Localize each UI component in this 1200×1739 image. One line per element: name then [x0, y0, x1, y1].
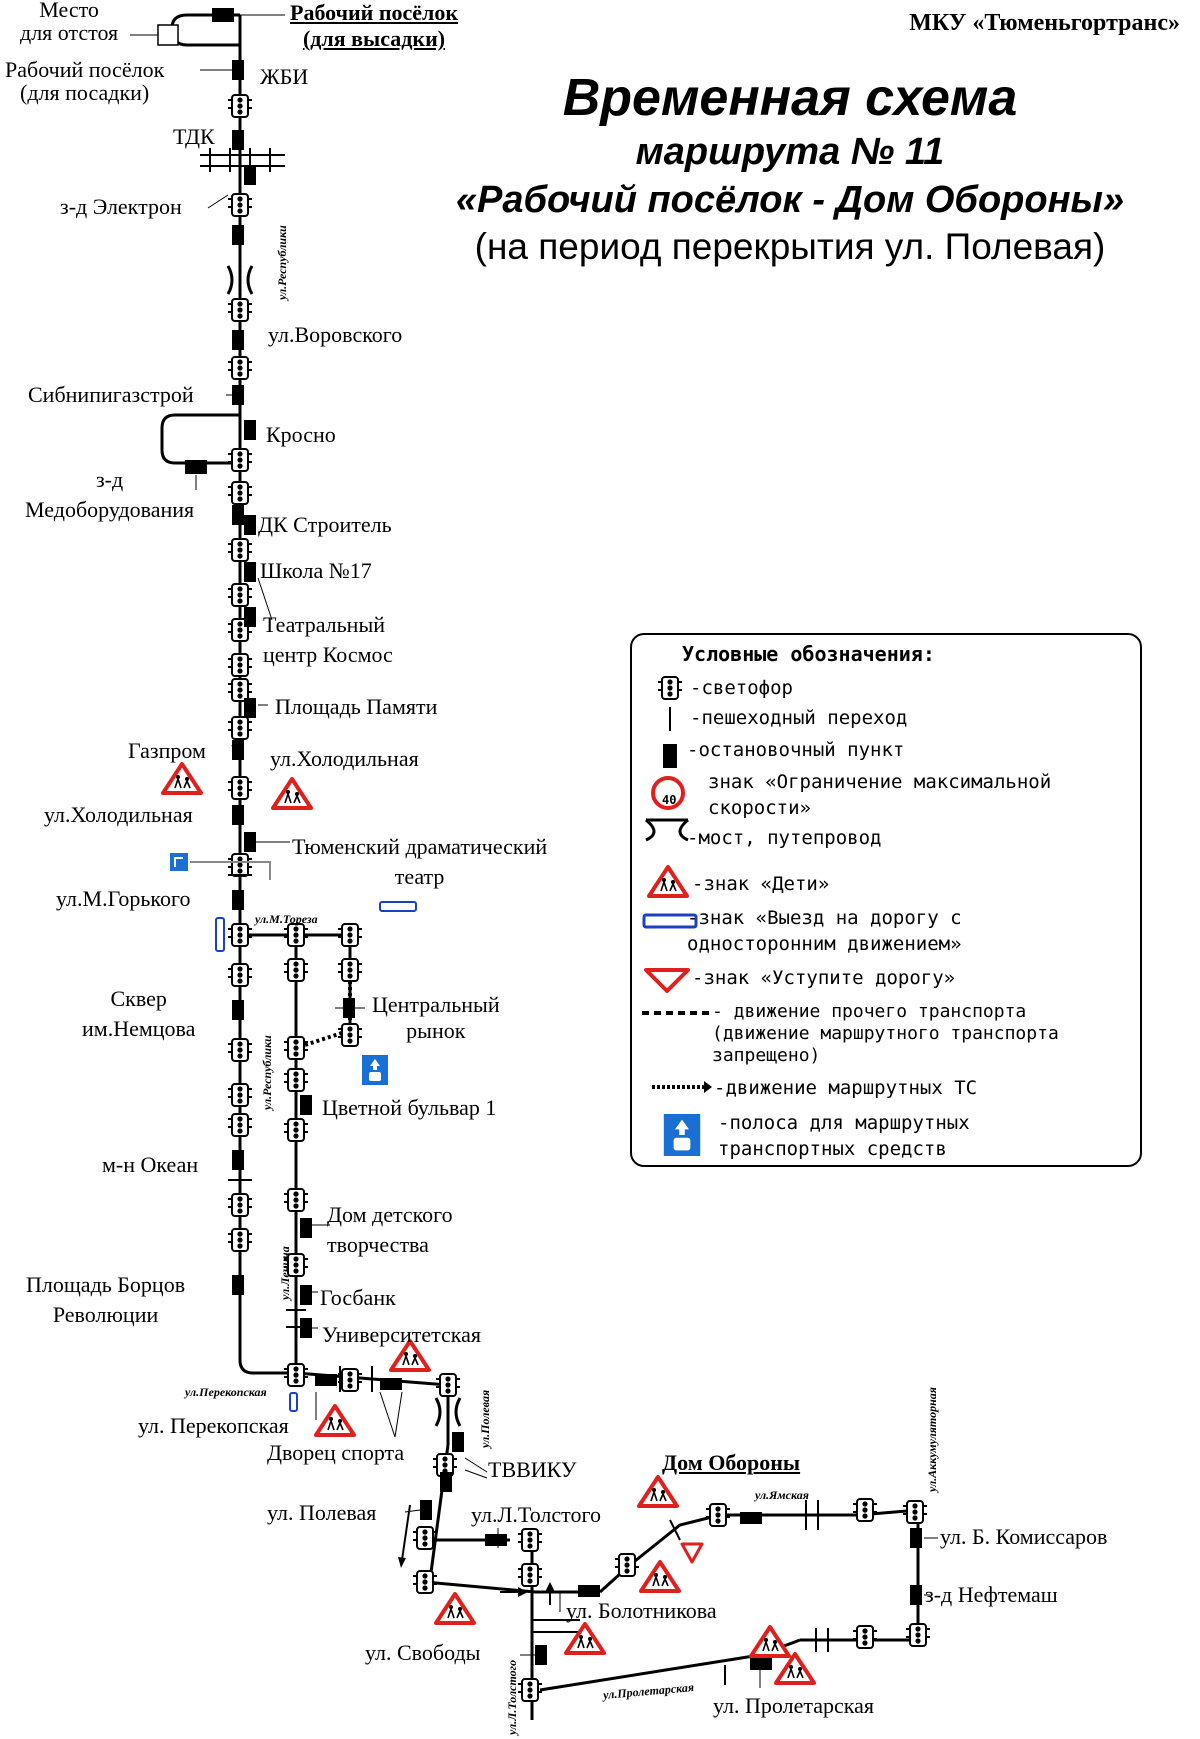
stop-gosbank: Госбанк	[320, 1285, 396, 1310]
stop-zhbi: ЖБИ	[260, 64, 309, 89]
legend-item-crossing: -пешеходный переход	[690, 707, 908, 729]
one-way-exit-icon	[379, 901, 417, 912]
legend-item-speed-limit: знак «Ограничение максимальной скорости»	[708, 771, 1052, 819]
one-way-exit-icon	[289, 1392, 298, 1412]
stop-rab-posadka: Рабочий посёлок (для посадки)	[5, 57, 165, 105]
stop-proletarskaya: ул. Пролетарская	[713, 1693, 875, 1718]
stop-sibnipi: Сибнипигазстрой	[28, 382, 194, 407]
title-line-3: «Рабочий посёлок - Дом Обороны»	[455, 179, 1125, 221]
stop-okean: м-н Океан	[102, 1152, 199, 1177]
route-main-line	[238, 15, 296, 1375]
stop-borcov: Площадь Борцов Революции	[26, 1272, 186, 1327]
stop-gorkogo: ул.М.Горького	[56, 886, 191, 911]
street-yamskaya: ул.Ямская	[755, 1488, 809, 1502]
bus-lane-icon	[362, 1055, 388, 1085]
terminal-start-label: Рабочий посёлок (для высадки)	[290, 0, 459, 51]
legend-item-one-way: -знак «Выезд на дорогу с односторонним д…	[687, 907, 962, 955]
stop-perekopskaya: ул. Перекопская	[138, 1413, 289, 1438]
legend-item-bridge: -мост, путепровод	[687, 827, 882, 849]
stop-tsvetnoy: Цветной бульвар 1	[322, 1095, 497, 1120]
stop-tvviku: ТВВИКУ	[488, 1457, 577, 1482]
title-line-1: Временная схема	[562, 69, 1018, 127]
stop-ddt: Дом детского творчества	[327, 1202, 453, 1257]
street-akkumulyatornaya: ул.Аккумуляторная	[925, 1387, 939, 1492]
street-perekopskaya: ул.Перекопская	[185, 1385, 267, 1399]
title-block: Временная схема маршрута № 11 «Рабочий п…	[430, 68, 1150, 270]
yield-sign-icon	[680, 1542, 704, 1564]
legend-title: Условные обозначения:	[682, 642, 935, 666]
legend-item-traffic-light: -светофор	[690, 677, 793, 699]
stop-medoborud: з-д Медоборудования	[25, 467, 195, 522]
stop-dvorets: Дворец спорта	[267, 1440, 405, 1465]
stop-skver: Сквер им.Немцова	[82, 986, 196, 1041]
route-arrows-market	[304, 1030, 346, 1047]
stop-vorovskogo: ул.Воровского	[268, 322, 403, 347]
legend-item-yield: -знак «Уступите дорогу»	[692, 967, 956, 989]
street-toreza: ул.М.Тореза	[255, 912, 318, 926]
street-respubliki-mid: ул.Республики	[260, 1035, 274, 1110]
legend-item-dashed: - движение прочего транспорта (движение …	[712, 1001, 1059, 1066]
street-lenina: ул.Ленина	[278, 1246, 292, 1300]
title-line-4: (на период перекрытия ул. Полевая)	[474, 226, 1106, 267]
stop-mesto-otstoya: Место для отстоя	[20, 0, 119, 45]
title-line-2: маршрута № 11	[635, 131, 945, 173]
route-loop-krosno	[160, 413, 240, 465]
stop-elektron: з-д Электрон	[60, 194, 182, 219]
legend-speed-value: 40	[662, 793, 677, 807]
stop-kosmos: Театральный центр Космос	[263, 612, 393, 667]
stop-tdk: ТДК	[173, 124, 215, 149]
street-tolstogo: ул.Л.Толстого	[505, 1659, 519, 1735]
legend-item-bus-lane: -полоса для маршрутных транспортных сред…	[718, 1112, 970, 1160]
stop-ploshchad-pamyati: Площадь Памяти	[275, 694, 438, 719]
stop-bolotnikova: ул. Болотникова	[566, 1598, 717, 1623]
stop-points	[185, 8, 922, 1670]
stop-tolstogo: ул.Л.Толстого	[471, 1502, 601, 1527]
legend-item-children: -знак «Дети»	[692, 873, 830, 895]
legend-icons	[642, 676, 712, 1156]
stop-holodilnaya-left: ул.Холодильная	[44, 802, 193, 827]
one-way-exit-icon	[215, 917, 225, 952]
legend-box: Условные обозначения: 40 -светофор -пеше…	[630, 633, 1142, 1167]
stop-dk-stroitel: ДК Строитель	[258, 512, 392, 537]
stop-drama: Тюменский драматический театр	[292, 834, 548, 889]
street-polevaya: ул.Полевая	[478, 1389, 492, 1448]
stop-svobody: ул. Свободы	[365, 1640, 481, 1665]
stop-rynok: Центральный рынок	[372, 992, 500, 1043]
stop-krosno: Кросно	[266, 422, 336, 447]
organization-label: МКУ «Тюменьгортранс»	[909, 10, 1180, 36]
legend-item-route-arrows: -движение маршрутных ТС	[714, 1077, 978, 1099]
stop-gazprom: Газпром	[128, 738, 206, 763]
bus-lane-icon-small	[170, 853, 188, 871]
legend-item-stop: -остановочный пункт	[687, 739, 905, 761]
stop-polevaya: ул. Полевая	[267, 1500, 377, 1525]
pedestrian-crossings	[200, 148, 829, 1685]
stop-universitet: Университетская	[322, 1322, 482, 1347]
stop-komissarov: ул. Б. Комиссаров	[940, 1524, 1108, 1549]
street-respubliki-top: ул.Республики	[275, 225, 289, 300]
stop-shkola17: Школа №17	[260, 558, 372, 583]
stop-holodilnaya-right: ул.Холодильная	[270, 746, 419, 771]
terminal-end-label: Дом Обороны	[662, 1450, 801, 1475]
stop-neftemash: з-д Нефтемаш	[925, 1582, 1058, 1607]
